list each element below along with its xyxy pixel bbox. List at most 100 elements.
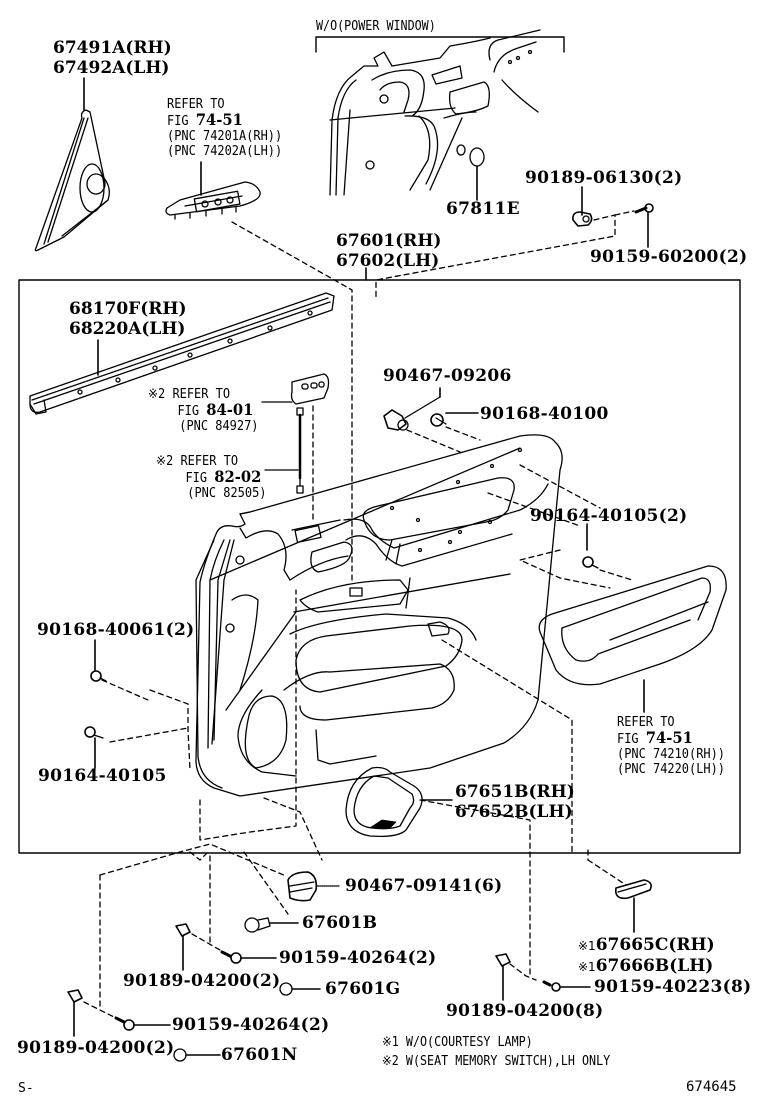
clip-90467-09206-drawing <box>383 387 441 431</box>
fig-prefix: FIG <box>185 471 208 486</box>
clip-90189-06130-drawing <box>572 186 593 227</box>
part-label-line-rh: 67665C(RH) <box>595 935 715 955</box>
cap-67811e-drawing <box>456 144 485 201</box>
part-label-67601[interactable]: 67601(RH) 67602(LH) <box>336 231 441 271</box>
fig-prefix: FIG <box>167 114 189 129</box>
note-mark: ※1 <box>382 1035 399 1050</box>
part-label-90164-40105[interactable]: 90164-40105 <box>38 766 167 786</box>
part-label-line-lh: 67492A(LH) <box>53 58 170 78</box>
footnote-2: ※2 W(SEAT MEMORY SWITCH),LH ONLY <box>382 1052 610 1071</box>
reference-line: REFER TO <box>172 387 231 402</box>
pnc-rh: (PNC 74210(RH)) <box>617 747 726 762</box>
fig-number: 82-02 <box>214 467 262 486</box>
part-label-67811e[interactable]: 67811E <box>446 199 520 219</box>
part-label-line-rh: 67601(RH) <box>336 231 442 251</box>
leader-panel-left <box>199 589 297 841</box>
fig-prefix: FIG <box>177 404 200 419</box>
clip-90168-40100-drawing <box>430 412 479 427</box>
note-mark: ※1 <box>578 939 596 953</box>
leader-switch <box>231 221 353 581</box>
pnc: (PNC 82505) <box>187 486 267 501</box>
note-mark: ※2 <box>148 387 166 402</box>
part-label-90467-09141[interactable]: 90467-09141(6) <box>345 876 503 896</box>
reference-line: REFER TO <box>167 97 225 112</box>
part-label-line-lh: 67666B(LH) <box>595 956 714 976</box>
sheet-mark: S- <box>18 1081 34 1096</box>
clip-90467-09141-drawing <box>287 871 341 902</box>
screw-90159-40264-a-drawing <box>220 950 277 964</box>
variant-header: W/O(POWER WINDOW) <box>316 19 436 34</box>
part-label-line-rh: 68170F(RH) <box>69 299 187 319</box>
part-label-90189-06130[interactable]: 90189-06130(2) <box>525 168 683 188</box>
speaker-grille-67651-drawing <box>345 766 453 838</box>
part-label-line-lh: 67652B(LH) <box>455 802 573 822</box>
reference-line: REFER TO <box>617 715 675 730</box>
armrest-drawing <box>538 565 727 713</box>
part-label-line-rh: 67651B(RH) <box>455 782 575 802</box>
part-label-67601g[interactable]: 67601G <box>325 979 401 999</box>
screw-90164-40105-left-drawing <box>84 726 104 769</box>
reference-switch[interactable]: REFER TO FIG 74-51 (PNC 74201A(RH)) (PNC… <box>167 97 282 159</box>
clip-90189-04200-b-drawing <box>67 989 83 1037</box>
part-label-90189-04200-c[interactable]: 90189-04200(8) <box>446 1001 604 1021</box>
reference-armrest[interactable]: REFER TO FIG 74-51 (PNC 74210(RH)) (PNC … <box>617 715 725 777</box>
fig-number: 74-51 <box>645 728 693 747</box>
footnotes: ※1 W/O(COURTESY LAMP) ※2 W(SEAT MEMORY S… <box>382 1033 610 1071</box>
reference-line: REFER TO <box>180 454 239 469</box>
part-label-67651b[interactable]: 67651B(RH) 67652B(LH) <box>455 782 575 822</box>
figure-number: 674645 <box>686 1079 737 1095</box>
courtesy-lamp-cover-drawing <box>614 879 652 933</box>
part-label-90159-40264-a[interactable]: 90159-40264(2) <box>279 948 437 968</box>
wire-harness-drawing <box>264 407 304 494</box>
part-label-90164-40105-2[interactable]: 90164-40105(2) <box>530 506 688 526</box>
part-label-90189-04200-a[interactable]: 90189-04200(2) <box>123 971 281 991</box>
part-label-90189-04200-b[interactable]: 90189-04200(2) <box>17 1038 175 1058</box>
memory-switch-drawing <box>261 373 330 405</box>
note-mark: ※2 <box>382 1054 399 1069</box>
reference-wire[interactable]: ※2 REFER TO FIG 82-02 (PNC 82505) <box>156 454 266 501</box>
part-label-67601n[interactable]: 67601N <box>221 1045 298 1065</box>
part-label-line-lh: 68220A(LH) <box>69 319 186 339</box>
fig-number: 84-01 <box>206 400 254 419</box>
note-text: W/O(COURTESY LAMP) <box>405 1035 533 1050</box>
belt-moulding-68170-drawing <box>29 292 335 415</box>
part-label-90159-60200[interactable]: 90159-60200(2) <box>590 247 748 267</box>
pnc-rh: (PNC 74201A(RH)) <box>167 129 283 144</box>
part-label-90467-09206[interactable]: 90467-09206 <box>383 366 512 386</box>
part-label-90168-40061[interactable]: 90168-40061(2) <box>37 620 195 640</box>
clip-90189-04200-c-drawing <box>495 953 511 1001</box>
part-label-90168-40100[interactable]: 90168-40100 <box>480 404 609 424</box>
part-label-line-lh: 67602(LH) <box>336 251 440 271</box>
part-label-90159-40264-b[interactable]: 90159-40264(2) <box>172 1015 330 1035</box>
door-trim-panel-drawing <box>195 434 563 797</box>
part-label-68170f[interactable]: 68170F(RH) 68220A(LH) <box>69 299 187 339</box>
part-label-67665c[interactable]: ※167665C(RH) ※167666B(LH) <box>578 935 715 977</box>
pnc-lh: (PNC 74202A(LH)) <box>167 144 283 159</box>
door-panel-wo-power-window-drawing <box>329 29 541 196</box>
screw-90159-40223-drawing <box>542 980 591 992</box>
part-label-90159-40223[interactable]: 90159-40223(8) <box>594 977 752 997</box>
reference-memory-switch[interactable]: ※2 REFER TO FIG 84-01 (PNC 84927) <box>148 387 258 434</box>
part-label-67601b[interactable]: 67601B <box>302 913 378 933</box>
leader-screw-top <box>375 214 616 301</box>
power-window-switch-drawing <box>165 161 261 220</box>
quarter-trim-67491-drawing <box>34 77 110 252</box>
clip-90168-40061-drawing <box>90 639 107 682</box>
clip-90189-04200-a-drawing <box>175 923 191 971</box>
part-label-line-rh: 67491A(RH) <box>53 38 172 58</box>
cap-67601n-drawing <box>173 1048 221 1062</box>
part-label-67491a[interactable]: 67491A(RH) 67492A(LH) <box>53 38 172 78</box>
pnc-lh: (PNC 74220(LH)) <box>617 762 726 777</box>
footnote-1: ※1 W/O(COURTESY LAMP) <box>382 1033 610 1052</box>
variant-bracket <box>315 36 565 53</box>
note-mark: ※1 <box>578 960 596 974</box>
note-mark: ※2 <box>156 454 174 469</box>
screw-90159-60200-drawing <box>634 203 654 248</box>
screw-90164-40105-right-drawing <box>582 523 599 569</box>
screw-90159-40264-b-drawing <box>114 1016 171 1031</box>
cap-67601b-drawing <box>244 917 299 933</box>
cap-67601g-drawing <box>279 982 321 996</box>
fig-number: 74-51 <box>195 110 243 129</box>
note-text: W(SEAT MEMORY SWITCH),LH ONLY <box>405 1054 611 1069</box>
